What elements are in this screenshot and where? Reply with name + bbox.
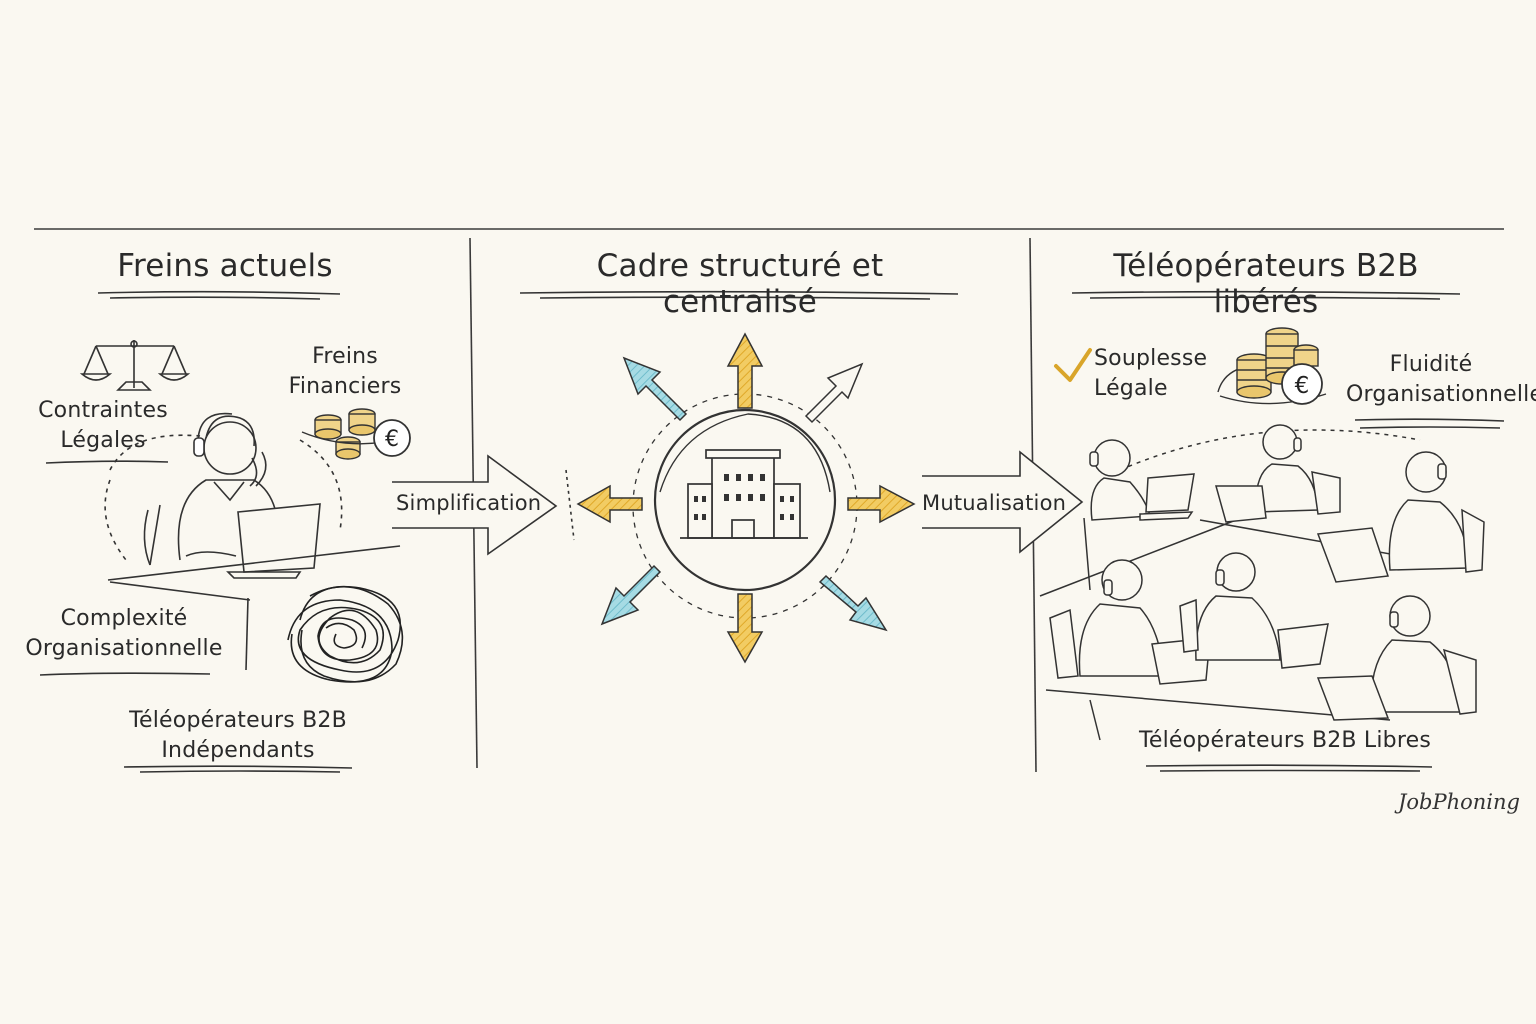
brand-signature: JobPhoning (1397, 790, 1520, 814)
label-independent-operators: Téléopérateurs B2B Indépendants (129, 708, 347, 763)
label-mutualisation: Mutualisation (922, 491, 1067, 515)
title-structured-framework: Cadre structuré et centralisé (596, 248, 884, 320)
radial-arrow-down-right (818, 574, 888, 632)
label-financial-obstacles: Freins Financiers (288, 344, 402, 399)
svg-text:€: € (385, 427, 399, 452)
label-organizational-fluidity: Fluidité Organisationnelle (1346, 352, 1536, 407)
radial-arrow-down (726, 593, 764, 664)
radial-arrow-left (576, 484, 643, 524)
simplification-arrow (392, 454, 575, 556)
euro-icon: € (373, 419, 411, 457)
building-icon (680, 449, 808, 539)
coins-icon (301, 408, 405, 460)
headset-operator-icon (104, 412, 401, 671)
label-organizational-complexity: Complexité Organisationnelle (25, 606, 223, 661)
radial-arrow-up (726, 332, 764, 409)
check-icon (1054, 348, 1092, 382)
radial-arrow-up-left (622, 356, 688, 422)
scale-icon (79, 340, 191, 391)
label-free-operators: Téléopérateurs B2B Libres (1138, 728, 1432, 753)
radial-arrow-up-right (804, 362, 864, 424)
radial-arrow-down-left (600, 564, 662, 626)
euro-icon-right: € (1281, 363, 1323, 405)
mutualisation-arrow (922, 450, 1084, 554)
operators-team-icon (1039, 424, 1485, 741)
label-legal-flexibility: Souplesse Légale (1094, 346, 1208, 401)
title-current-obstacles: Freins actuels (117, 248, 333, 284)
title-freed-operators: Téléopérateurs B2B libérés (1113, 248, 1419, 320)
coins-icon-right (1217, 327, 1327, 405)
svg-text:€: € (1295, 373, 1310, 399)
label-legal-constraints: Contraintes Légales (38, 398, 168, 453)
tangle-icon (287, 585, 404, 683)
label-simplification: Simplification (396, 491, 542, 515)
radial-arrow-right (847, 484, 916, 524)
